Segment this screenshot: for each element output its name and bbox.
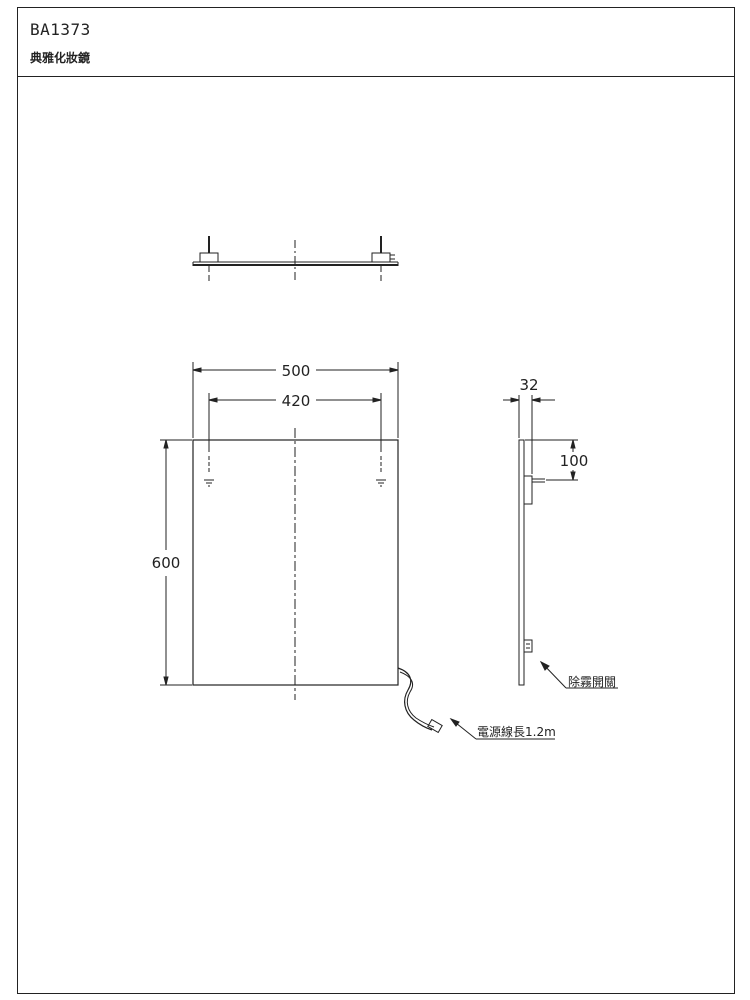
defog-switch-leader [539,660,618,689]
drawing-sheet: BA1373 典雅化妝鏡 [17,7,735,994]
side-view [503,395,618,689]
power-cord-leader [449,717,555,740]
dim-32-label: 32 [519,376,538,394]
model-number: BA1373 [30,20,91,39]
dim-600 [160,439,192,686]
dim-500 [192,362,399,438]
power-cord-note: 電源線長1.2m [477,724,556,739]
dim-420 [208,393,382,452]
power-cord [397,667,443,734]
dim-500-label: 500 [282,362,311,380]
dim-100 [525,439,578,481]
title-block: BA1373 典雅化妝鏡 [18,8,734,77]
front-view [160,362,555,740]
dim-420-label: 420 [282,392,311,410]
top-view [192,236,399,282]
dim-600-label: 600 [152,554,181,572]
defog-switch-note: 除霧開關 [568,674,616,689]
dim-32 [503,395,555,474]
product-name: 典雅化妝鏡 [30,51,91,65]
dim-100-label: 100 [560,452,589,470]
